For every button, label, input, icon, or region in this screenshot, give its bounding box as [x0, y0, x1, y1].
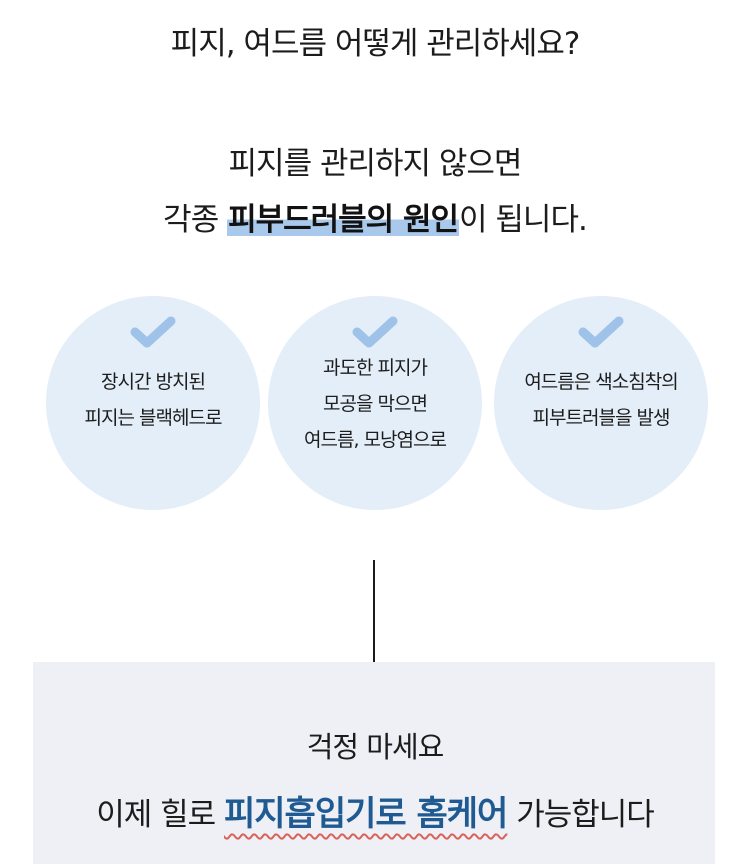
circle-text: 여드름은 색소침착의 피부트러블을 발생: [524, 364, 678, 436]
solution-suffix: 가능합니다: [507, 797, 655, 833]
check-icon: [127, 314, 179, 350]
solution-line-2: 이제 힐로 피지흡입기로 홈케어 가능합니다: [0, 786, 750, 835]
warning-suffix: 이 됩니다.: [459, 202, 588, 238]
problem-circle-blackheads: 장시간 방치된 피지는 블랙헤드로: [46, 296, 260, 510]
problem-circles: 장시간 방치된 피지는 블랙헤드로 과도한 피지가 모공을 막으면 여드름, 모…: [0, 296, 750, 510]
vertical-connector-line: [373, 560, 375, 662]
solution-line-1: 걱정 마세요: [306, 730, 445, 764]
circle-line: 피지는 블랙헤드로: [84, 407, 223, 429]
circle-line: 장시간 방치된: [101, 371, 206, 393]
question-heading: 피지, 여드름 어떻게 관리하세요?: [170, 26, 581, 62]
circle-line: 여드름, 모낭염으로: [304, 429, 447, 451]
circle-line: 피부트러블을 발생: [532, 407, 671, 429]
problem-circle-pigmentation: 여드름은 색소침착의 피부트러블을 발생: [494, 296, 708, 510]
problem-circle-pores: 과도한 피지가 모공을 막으면 여드름, 모낭염으로: [268, 296, 482, 510]
solution-prefix: 이제 힐로: [96, 797, 224, 833]
check-icon: [349, 314, 401, 350]
highlighted-cause: 피부드러블의 원인: [227, 202, 460, 238]
warning-line-2: 각종 피부드러블의 원인이 됩니다.: [0, 194, 750, 239]
warning-line-1: 피지를 관리하지 않으면: [228, 146, 523, 182]
circle-line: 과도한 피지가: [323, 357, 428, 379]
solution-panel: [33, 662, 715, 864]
circle-line: 모공을 막으면: [323, 393, 428, 415]
circle-text: 과도한 피지가 모공을 막으면 여드름, 모낭염으로: [304, 350, 447, 458]
circle-line: 여드름은 색소침착의: [524, 371, 678, 393]
warning-prefix: 각종: [163, 202, 228, 238]
circle-text: 장시간 방치된 피지는 블랙헤드로: [84, 364, 223, 436]
check-icon: [575, 314, 627, 350]
solution-emphasis: 피지흡입기로 홈케어: [223, 794, 508, 834]
